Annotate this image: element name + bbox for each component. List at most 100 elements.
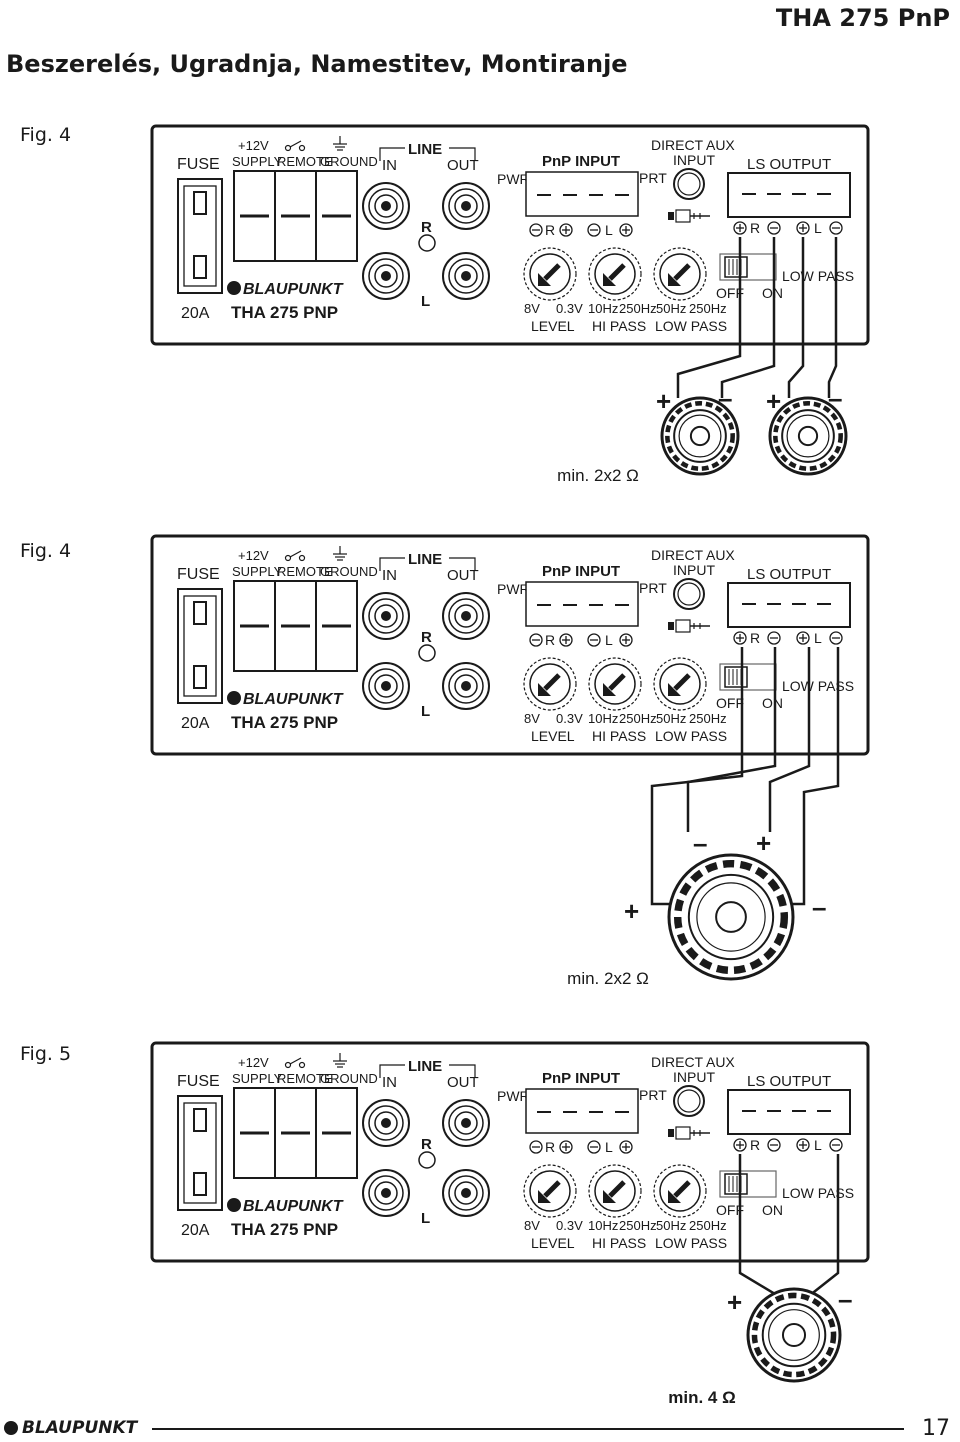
supply-voltage-label: +12V	[238, 1055, 269, 1070]
rca-jack-ring	[454, 1111, 478, 1135]
aux-input-label: INPUT	[673, 152, 715, 168]
low-pass-label: LOW PASS	[655, 1235, 727, 1251]
lowpass-min-label: 50Hz	[656, 711, 686, 726]
figure-label: Fig. 4	[20, 124, 72, 146]
ls-l-label: L	[814, 220, 822, 236]
hi-pass-label: HI PASS	[592, 318, 646, 334]
fuse-contact	[193, 255, 207, 279]
low-pass-switch-slider	[724, 1173, 748, 1195]
speaker-wire	[650, 647, 744, 906]
speaker-wire	[827, 237, 838, 398]
knob-indicator-arrow-head	[668, 683, 681, 696]
supply-label: SUPPLY	[232, 154, 283, 169]
polarity-plus: +	[727, 1287, 742, 1317]
lowpass-max-label: 250Hz	[689, 1218, 727, 1233]
line-label: LINE	[408, 1058, 442, 1075]
switch-symbol-icon	[284, 144, 292, 152]
switch-symbol-icon	[298, 144, 306, 152]
ground-label: GROUND	[320, 154, 378, 169]
remote-label: REMOTE	[277, 564, 333, 579]
knob-indicator-arrow	[543, 1180, 561, 1198]
pnp-l-label: L	[605, 222, 613, 238]
document-title: THA 275 PnP	[775, 4, 950, 32]
ls-r-label: R	[750, 630, 760, 646]
line-bracket	[379, 1064, 405, 1078]
jack-plug-icon	[675, 1126, 691, 1140]
rca-jack-ring	[368, 1105, 404, 1141]
prt-label: PRT	[639, 580, 667, 596]
rca-jack-ring	[448, 598, 484, 634]
speaker-surround	[665, 401, 735, 471]
rca-jack-ring	[368, 258, 404, 294]
footer-brand-logo: BLAUPUNKT	[4, 1418, 137, 1438]
switch-on-label: ON	[762, 1202, 783, 1218]
polarity-plus: +	[756, 828, 771, 858]
knob-indicator-arrow	[673, 1180, 691, 1198]
rca-jack-ring	[374, 1181, 398, 1205]
knob-indicator-arrow-head	[603, 683, 616, 696]
ls-l-label: L	[814, 630, 822, 646]
rca-jack-ring	[374, 674, 398, 698]
jack-plug-icon	[668, 1129, 674, 1137]
speaker-dust-cap	[689, 425, 711, 447]
hi-pass-label: HI PASS	[592, 728, 646, 744]
brand-logo-text: BLAUPUNKT	[243, 691, 344, 708]
jack-plug-icon	[668, 212, 674, 220]
level-min-label: 8V	[524, 301, 540, 316]
line-label: LINE	[408, 141, 442, 158]
speaker-wire	[780, 647, 840, 906]
line-out-label: OUT	[447, 1074, 479, 1091]
hipass-min-label: 10Hz	[588, 301, 618, 316]
channel-l-label: L	[421, 703, 430, 720]
speaker-dust-cap	[781, 1322, 807, 1348]
rca-jack-ring	[454, 194, 478, 218]
aux-input-jack-ring	[677, 582, 701, 606]
brand-logo-text: BLAUPUNKT	[243, 281, 344, 298]
rca-jack-ring	[374, 264, 398, 288]
polarity-minus: –	[812, 892, 826, 922]
page-number: 17	[922, 1416, 950, 1441]
low-pass-switch-label: LOW PASS	[782, 678, 854, 694]
fuse-rating: 20A	[181, 715, 210, 732]
pnp-r-label: R	[545, 632, 555, 648]
speaker-wire	[720, 237, 776, 398]
switch-symbol-lever	[289, 140, 302, 148]
figure-label: Fig. 4	[20, 540, 72, 562]
switch-symbol-lever	[289, 550, 302, 558]
lowpass-max-label: 250Hz	[689, 301, 727, 316]
speaker-surround	[773, 401, 843, 471]
jack-plug-icon	[668, 622, 674, 630]
aux-input-jack-ring	[677, 172, 701, 196]
supply-voltage-label: +12V	[238, 138, 269, 153]
level-label: LEVEL	[531, 1235, 575, 1251]
switch-symbol-icon	[284, 1061, 292, 1069]
speaker-dust-cap	[797, 425, 819, 447]
rca-jack-ring	[448, 668, 484, 704]
rca-jack-ring	[448, 188, 484, 224]
rca-jack-pin	[381, 681, 391, 691]
pnp-l-label: L	[605, 632, 613, 648]
polarity-minus: –	[693, 828, 707, 858]
knob-indicator-arrow	[608, 673, 626, 691]
rca-jack-ring	[368, 188, 404, 224]
fuse-contact	[193, 1172, 207, 1196]
impedance-label: min. 2x2 Ω	[557, 466, 639, 485]
switch-symbol-lever	[289, 1057, 302, 1065]
line-bracket	[379, 557, 405, 571]
brand-dot-icon	[227, 1198, 241, 1212]
fuse-body	[183, 1102, 217, 1204]
ground-label: GROUND	[320, 1071, 378, 1086]
channel-l-label: L	[421, 293, 430, 310]
knob-indicator-arrow-head	[668, 1190, 681, 1203]
rca-jack-pin	[461, 271, 471, 281]
aux-input-label: INPUT	[673, 562, 715, 578]
impedance-label: min. 4 Ω	[668, 1388, 735, 1407]
rca-jack-pin	[461, 201, 471, 211]
speaker-wire	[686, 647, 777, 832]
ls-r-label: R	[750, 220, 760, 236]
channel-l-label: L	[421, 1210, 430, 1227]
brand-logo-text: BLAUPUNKT	[243, 1198, 344, 1215]
fuse-rating: 20A	[181, 305, 210, 322]
aux-input-jack-ring	[677, 1089, 701, 1113]
